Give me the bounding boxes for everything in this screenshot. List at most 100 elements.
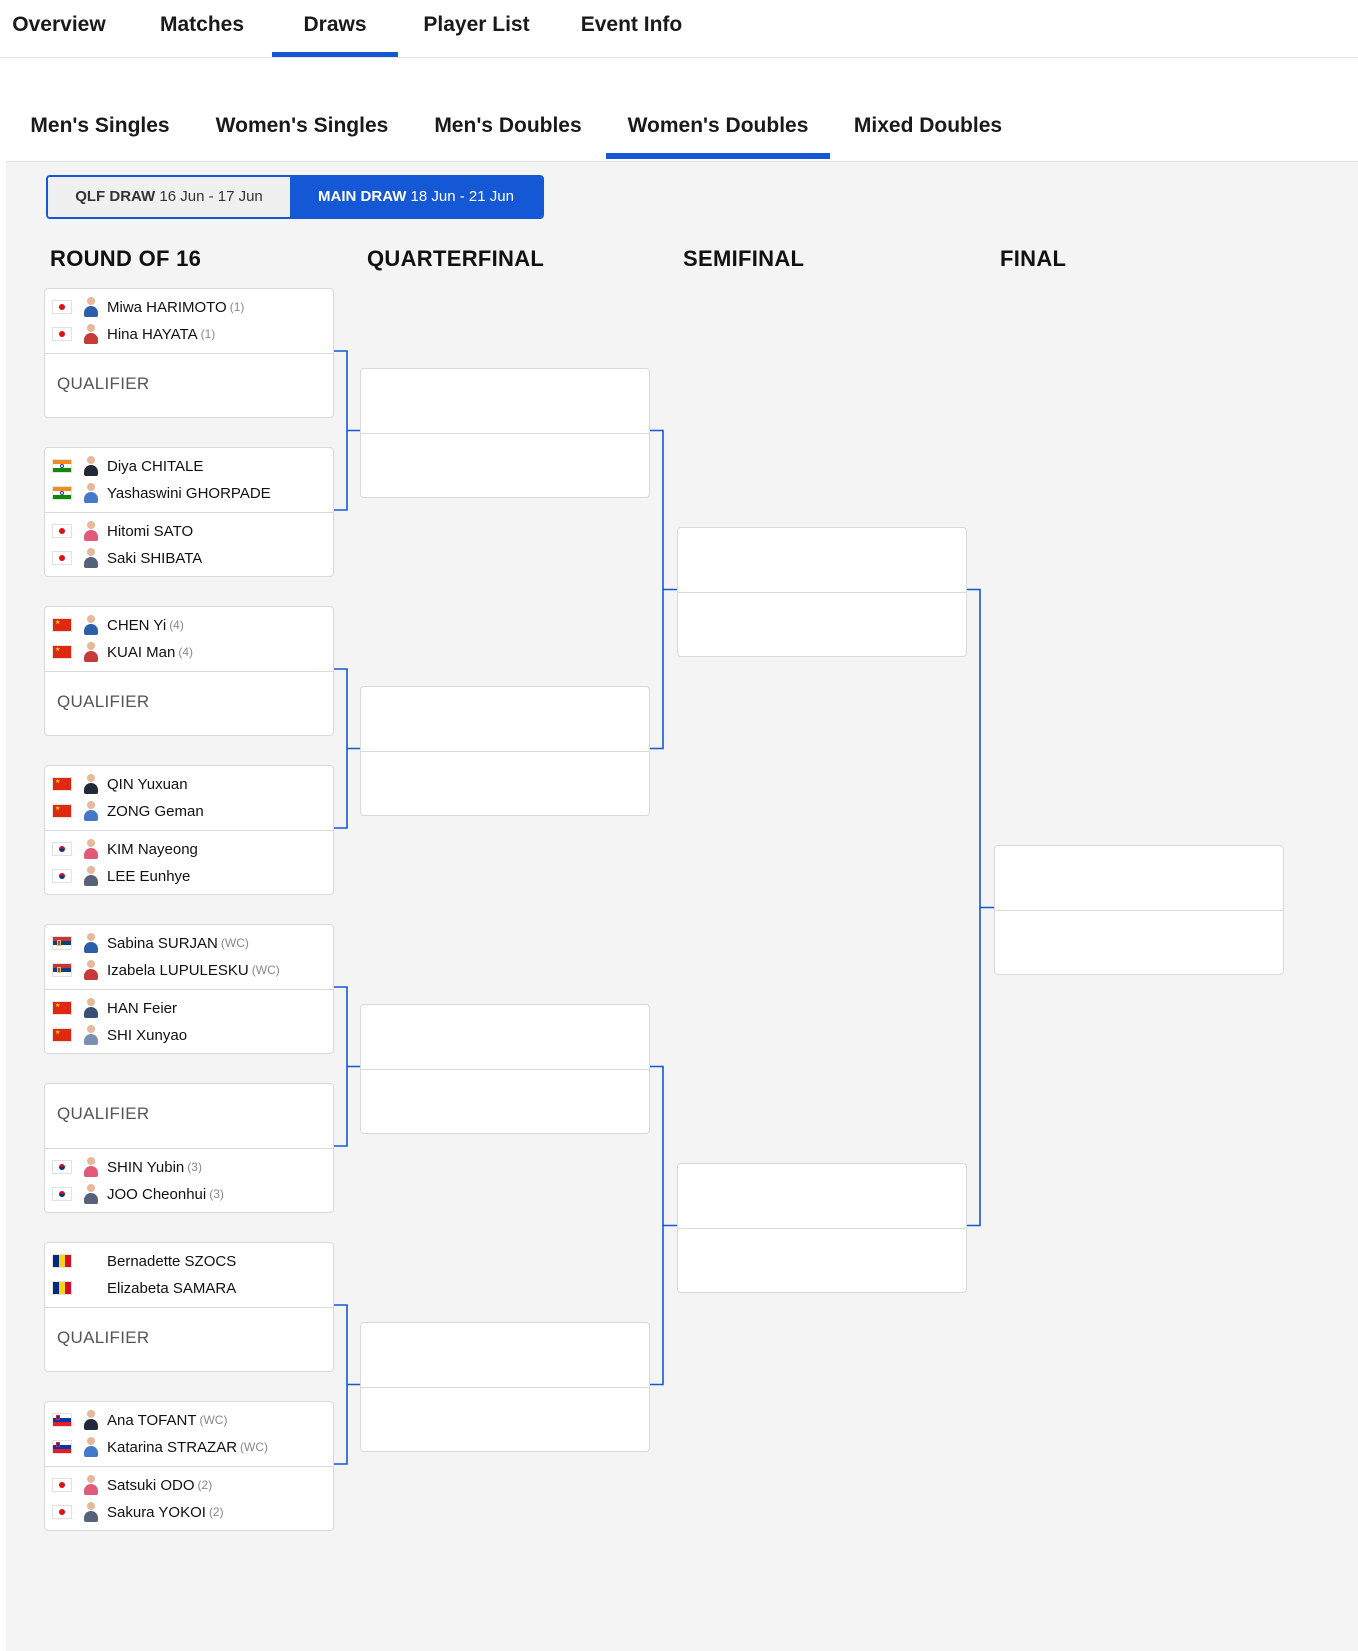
entry-bottom[interactable]: QUALIFIER (45, 1307, 333, 1372)
entry-bottom[interactable]: QUALIFIER (45, 353, 333, 418)
player-row[interactable]: ★ZONG Geman (53, 799, 204, 823)
player-row[interactable]: Miwa HARIMOTO(1) (53, 295, 244, 319)
player-row[interactable]: Izabela LUPULESKU(WC) (53, 958, 280, 982)
entry-bottom[interactable]: Hitomi SATO Saki SHIBATA (45, 512, 333, 577)
flag-kor-icon (53, 1161, 71, 1173)
entry-top[interactable]: ★QIN Yuxuan ★ZONG Geman (45, 766, 333, 830)
match-card-final[interactable] (994, 844, 1284, 975)
player-row[interactable]: KIM Nayeong (53, 837, 198, 861)
player-row[interactable]: Saki SHIBATA (53, 546, 202, 570)
entry-bottom (361, 432, 649, 498)
player-row[interactable]: LEE Eunhye (53, 864, 190, 888)
player-row[interactable]: ★CHEN Yi(4) (53, 613, 184, 637)
player-row[interactable]: Elizabeta SAMARA (53, 1276, 236, 1300)
entry-bottom[interactable]: ★HAN Feier ★SHI Xunyao (45, 989, 333, 1054)
entry-top[interactable]: QUALIFIER (45, 1084, 333, 1148)
match-card-r16[interactable]: Ana TOFANT(WC) Katarina STRAZAR(WC) Satsuk… (44, 1401, 334, 1531)
match-card-r16[interactable]: QUALIFIER SHIN Yubin(3) JOO Cheonhui(3) (44, 1083, 334, 1213)
player-avatar-icon (83, 1157, 99, 1177)
player-row[interactable]: Bernadette SZOCS (53, 1249, 236, 1273)
nav-tab-overview[interactable]: Overview (12, 13, 106, 36)
player-row[interactable]: Hina HAYATA(1) (53, 322, 215, 346)
player-row[interactable]: SHIN Yubin(3) (53, 1155, 202, 1179)
flag-slo-icon (53, 1414, 71, 1426)
match-card-sf[interactable] (677, 1162, 967, 1293)
event-tab-womens-singles[interactable]: Women's Singles (215, 114, 389, 137)
player-row[interactable]: JOO Cheonhui(3) (53, 1182, 224, 1206)
player-name: KIM Nayeong (107, 840, 198, 858)
player-name: Diya CHITALE (107, 457, 204, 475)
player-row[interactable]: ★SHI Xunyao (53, 1023, 187, 1047)
nav-tab-event-info[interactable]: Event Info (580, 13, 683, 36)
player-row[interactable]: Sabina SURJAN(WC) (53, 931, 249, 955)
qualifier-placeholder: QUALIFIER (57, 374, 150, 393)
player-avatar-icon (83, 456, 99, 476)
player-name: CHEN Yi (107, 616, 167, 634)
qlf-draw-button[interactable]: QLF DRAW 16 Jun - 17 Jun (48, 177, 290, 217)
player-row[interactable]: Satsuki ODO(2) (53, 1473, 212, 1497)
entry-bottom[interactable]: QUALIFIER (45, 671, 333, 736)
match-card-r16[interactable]: Bernadette SZOCS Elizabeta SAMARA QUALIFIE… (44, 1242, 334, 1372)
entry-bottom (361, 1068, 649, 1134)
player-avatar-icon (83, 1437, 99, 1457)
event-tab-mens-doubles[interactable]: Men's Doubles (434, 114, 582, 137)
round-title-round-of-16: ROUND OF 16 (50, 246, 202, 271)
nav-tab-matches[interactable]: Matches (159, 13, 245, 36)
entry-top (361, 369, 649, 433)
player-name: SHI Xunyao (107, 1026, 188, 1044)
entry-bottom[interactable]: Satsuki ODO(2) Sakura YOKOI(2) (45, 1466, 333, 1531)
player-seed: (1) (229, 300, 245, 314)
flag-rou-icon (53, 1282, 71, 1294)
player-row[interactable]: Yashaswini GHORPADE (53, 481, 271, 505)
event-tab-mixed-doubles[interactable]: Mixed Doubles (853, 114, 1003, 137)
player-avatar-icon (83, 801, 99, 821)
match-card-qf[interactable] (360, 685, 650, 816)
player-row[interactable]: ★KUAI Man(4) (53, 640, 193, 664)
player-row[interactable]: Diya CHITALE (53, 454, 203, 478)
match-card-r16[interactable]: Sabina SURJAN(WC) Izabela LUPULESKU(WC) ★H… (44, 924, 334, 1054)
flag-rou-icon (53, 1255, 71, 1267)
entry-top[interactable]: Bernadette SZOCS Elizabeta SAMARA (45, 1243, 333, 1307)
match-card-qf[interactable] (360, 1003, 650, 1134)
entry-top[interactable]: Ana TOFANT(WC) Katarina STRAZAR(WC) (45, 1402, 333, 1466)
player-avatar-icon (83, 1502, 99, 1522)
match-card-sf[interactable] (677, 526, 967, 657)
nav-tab-draws[interactable]: Draws (272, 0, 398, 57)
player-avatar-icon (83, 521, 99, 541)
player-avatar-icon (83, 324, 99, 344)
entry-top[interactable]: Miwa HARIMOTO(1) Hina HAYATA(1) (45, 289, 333, 353)
player-row[interactable]: Ana TOFANT(WC) (53, 1408, 227, 1432)
event-tab-womens-doubles[interactable]: Women's Doubles (606, 95, 830, 159)
match-card-r16[interactable]: Diya CHITALE Yashaswini GHORPADE Hitomi SA… (44, 447, 334, 577)
match-card-qf[interactable] (360, 367, 650, 498)
match-card-r16[interactable]: ★CHEN Yi(4) ★KUAI Man(4) QUALIFIER (44, 606, 334, 736)
event-tab-mens-singles[interactable]: Men's Singles (30, 114, 170, 137)
entry-top[interactable]: Sabina SURJAN(WC) Izabela LUPULESKU(WC) (45, 925, 333, 989)
player-row[interactable]: Katarina STRAZAR(WC) (53, 1435, 268, 1459)
player-name: Ana TOFANT (107, 1411, 197, 1429)
main-draw-button[interactable]: MAIN DRAW 18 Jun - 21 Jun (290, 177, 542, 217)
player-row[interactable]: Hitomi SATO (53, 519, 193, 543)
match-card-qf[interactable] (360, 1321, 650, 1452)
flag-kor-icon (53, 1188, 71, 1200)
player-avatar-icon (83, 866, 99, 886)
qlf-draw-label: QLF DRAW (75, 188, 156, 205)
player-row[interactable]: Sakura YOKOI(2) (53, 1500, 224, 1524)
flag-kor-icon (53, 843, 71, 855)
nav-tab-player-list[interactable]: Player List (423, 13, 530, 36)
player-seed: (WC) (251, 963, 280, 977)
player-row[interactable]: ★QIN Yuxuan (53, 772, 188, 796)
qualifier-placeholder: QUALIFIER (57, 1328, 150, 1347)
entry-top[interactable]: ★CHEN Yi(4) ★KUAI Man(4) (45, 607, 333, 671)
match-card-r16[interactable]: Miwa HARIMOTO(1) Hina HAYATA(1) QUALIFIER (44, 288, 334, 418)
flag-kor-icon (53, 870, 71, 882)
entry-top[interactable]: Diya CHITALE Yashaswini GHORPADE (45, 448, 333, 512)
player-row[interactable]: ★HAN Feier (53, 996, 177, 1020)
player-avatar-icon (83, 998, 99, 1018)
entry-bottom[interactable]: SHIN Yubin(3) JOO Cheonhui(3) (45, 1148, 333, 1213)
entry-top (995, 846, 1283, 910)
player-name: Sakura YOKOI (107, 1503, 206, 1521)
player-avatar-icon (83, 297, 99, 317)
